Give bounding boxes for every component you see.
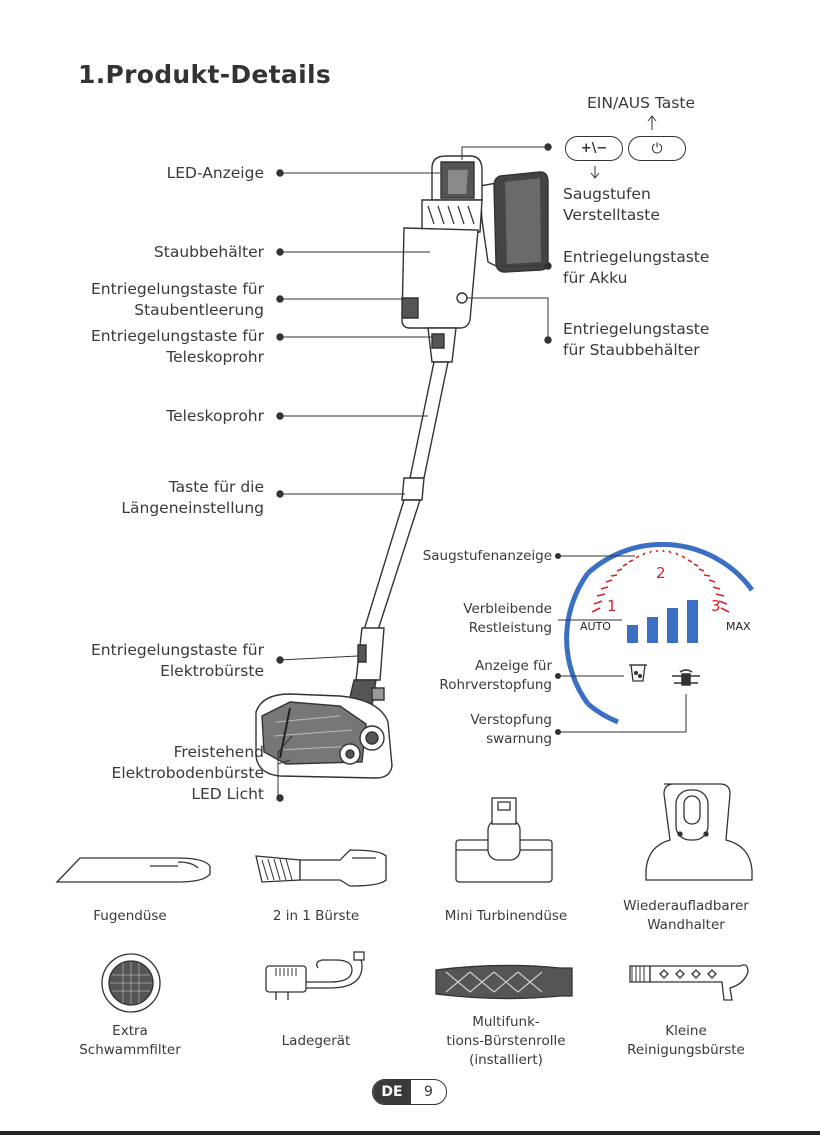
gauge-level-1: 1 [607,597,617,615]
accessory-charger [266,952,364,1000]
power-bars [627,600,698,643]
label-turbo: Mini Turbinendüse [426,907,586,926]
power-button: ⏻ [628,136,686,161]
label-charger: Ladegerät [246,1032,386,1051]
clog-warning-icon [672,670,700,685]
label-telescopic-tube: Teleskoprohr [166,406,264,427]
gauge-auto: AUTO [580,620,611,633]
label-power-button: EIN/AUS Taste [587,93,695,114]
bottom-rule [0,1131,820,1135]
label-dust-bin: Staubbehälter [154,242,264,263]
label-brush-2in1: 2 in 1 Bürste [246,907,386,926]
gauge-max: MAX [726,620,751,633]
label-suction-indicator: Saugstufenanzeige [423,547,552,566]
label-roller: Multifunk-tions-Bürstenrolle(installiert… [421,1013,591,1070]
accessory-roller [436,965,572,998]
gauge-arc-left [567,573,588,704]
gauge-level-2: 2 [656,564,666,582]
accessory-mini-turbo [456,798,552,882]
page-number: 9 [411,1080,446,1104]
page-badge: DE 9 [372,1079,447,1105]
label-led-display: LED-Anzeige [167,163,264,184]
suction-adjust-button: +\− [565,136,623,161]
gauge-level-3: 3 [711,597,721,615]
language-tag: DE [373,1080,411,1104]
accessory-cleaning-brush [630,965,748,1000]
label-crevice: Fugendüse [60,907,200,926]
accessory-crevice [57,858,210,882]
accessory-filter [102,954,160,1012]
clog-bin-icon [629,665,647,681]
accessory-brush-2in1 [256,850,386,886]
accessory-wall-holder [646,784,752,880]
